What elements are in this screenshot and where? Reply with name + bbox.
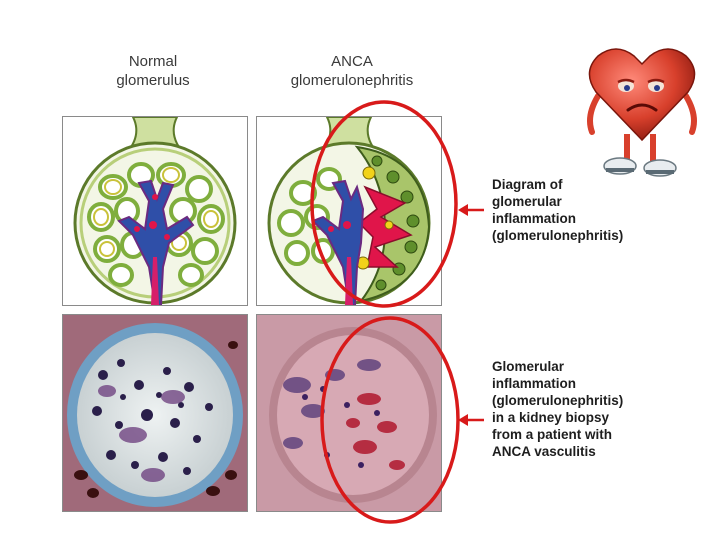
callout-line: Glomerular	[492, 359, 565, 374]
heading-line: glomerulonephritis	[290, 72, 414, 89]
diagram-callout: Diagram of glomerular inflammation (glom…	[492, 176, 623, 244]
normal-glomerulus-heading: Normal glomerulus	[88, 52, 218, 90]
heading-line: Normal	[128, 53, 178, 70]
callout-line: (glomerulonephritis)	[492, 228, 624, 243]
biopsy-callout: Glomerular inflammation (glomerulonephri…	[492, 358, 623, 460]
anca-glomerulonephritis-diagram	[256, 116, 442, 306]
normal-glomerulus-diagram	[62, 116, 248, 306]
heading-line: glomerulus	[116, 72, 190, 89]
sad-heart-icon	[587, 48, 697, 177]
arrow-left-icon	[458, 204, 484, 216]
callout-line: inflammation	[492, 376, 577, 391]
anca-glomerulonephritis-biopsy	[256, 314, 442, 512]
heading-line: ANCA	[331, 53, 373, 70]
callout-line: ANCA vasculitis	[492, 444, 596, 459]
callout-line: (glomerulonephritis)	[492, 393, 624, 408]
callout-line: glomerular	[492, 194, 562, 209]
arrow-left-icon	[458, 414, 484, 426]
callout-line: from a patient with	[492, 427, 613, 442]
normal-glomerulus-biopsy	[62, 314, 248, 512]
callout-line: Diagram of	[492, 177, 563, 192]
callout-line: inflammation	[492, 211, 577, 226]
anca-glomerulonephritis-heading: ANCA glomerulonephritis	[262, 52, 442, 90]
callout-line: in a kidney biopsy	[492, 410, 610, 425]
